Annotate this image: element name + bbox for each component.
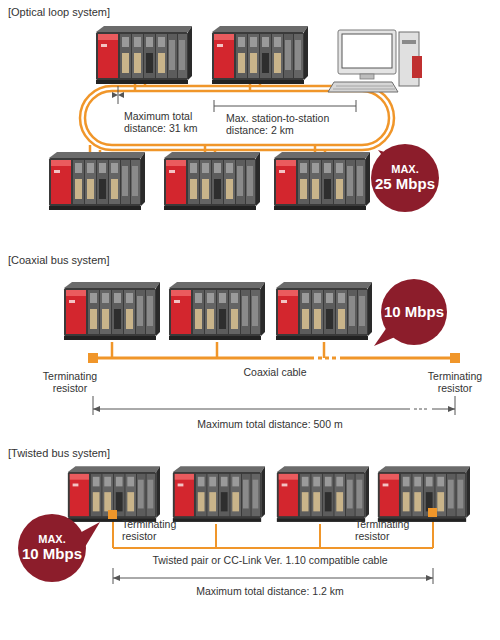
dimension-tick: [214, 100, 215, 112]
dimension-label: Maximum total distance: 500 m: [150, 418, 390, 430]
badge-text: MAX.: [391, 164, 419, 176]
dimension-label: Maximum total distance: 1.2 km: [150, 585, 390, 597]
speed-badge: MAX.25 Mbps: [371, 144, 439, 212]
plc-rack: [212, 26, 308, 84]
badge-content: 10 Mbps: [381, 279, 447, 345]
keyboard-keys: [336, 86, 393, 87]
optical-loop-inner: [85, 91, 389, 145]
dimension-label: Maximum total distance: 31 km: [124, 110, 206, 134]
speed-badge: 10 Mbps: [381, 279, 447, 345]
plc-rack: [96, 26, 192, 84]
badge-circle: [18, 514, 86, 582]
station-drop: [111, 342, 114, 358]
cable-label: Coaxial cable: [225, 366, 325, 378]
section-heading: [Optical loop system]: [8, 6, 228, 18]
plc-rack: [173, 466, 265, 522]
dimension-arrow: [426, 575, 433, 581]
speed-badge: MAX.10 Mbps: [18, 514, 86, 582]
part-label: Terminating resistor: [355, 518, 425, 542]
plc-rack: [164, 152, 260, 210]
coaxial-cable: [93, 357, 314, 360]
section-heading: [Twisted bus system]: [8, 447, 228, 459]
terminating-resistor-symbol: [108, 510, 117, 519]
dimension-line: [214, 106, 356, 107]
badge-text: 10 Mbps: [384, 304, 444, 320]
plc-rack: [64, 282, 160, 340]
station-drop: [215, 524, 217, 548]
plc-rack: [169, 282, 265, 340]
terminating-resistor-symbol: [450, 353, 460, 363]
badge-content: MAX.25 Mbps: [371, 144, 439, 212]
dimension-line: [113, 578, 433, 579]
part-label: Terminating resistor: [122, 518, 192, 542]
optical-loop-outer: [80, 86, 394, 150]
extension-line: [113, 568, 114, 584]
station-drop: [432, 518, 434, 548]
dimension-label: Max. station-to-station distance: 2 km: [226, 112, 344, 136]
extension-line: [93, 396, 94, 415]
section-heading: [Coaxial bus system]: [8, 254, 228, 266]
coaxial-cable-break: [318, 357, 336, 360]
dimension-line-break: [414, 409, 428, 410]
drive-bay: [402, 40, 416, 44]
badge-circle: [381, 279, 447, 345]
dimension-arrow: [448, 406, 455, 412]
monitor-screen: [342, 34, 392, 68]
extension-line: [433, 568, 434, 584]
station-drop: [319, 524, 321, 548]
plc-rack: [68, 466, 160, 522]
terminating-resistor-symbol: [88, 353, 98, 363]
keyboard-keys: [333, 89, 395, 90]
terminating-resistor-symbol: [428, 508, 437, 517]
twisted-pair-cable: [113, 547, 433, 549]
badge-circle: [371, 144, 439, 212]
monitor-stand: [360, 74, 374, 79]
keyboard: [328, 82, 398, 92]
dimension-line: [93, 409, 410, 410]
extension-line: [455, 396, 456, 415]
badge-text: 10 Mbps: [22, 546, 82, 562]
dimension-tick: [356, 100, 357, 112]
badge-text: MAX.: [38, 534, 66, 546]
monitor: [338, 30, 396, 74]
dimension-arrow: [93, 406, 100, 412]
network-card: [412, 56, 422, 78]
plc-rack: [49, 152, 145, 210]
dimension-arrow: [118, 92, 124, 98]
personal-computer: [328, 30, 422, 92]
dimension-arrow: [113, 575, 120, 581]
badge-text: 25 Mbps: [375, 176, 435, 192]
plc-rack: [276, 282, 372, 340]
part-label: Terminating resistor: [30, 370, 110, 394]
plc-rack: [378, 466, 470, 522]
plc-rack: [277, 466, 369, 522]
coaxial-cable: [340, 357, 455, 360]
dimension-arrow: [112, 92, 118, 98]
cable-label: Twisted pair or CC-Link Ver. 1.10 compat…: [90, 554, 450, 566]
station-drop: [216, 342, 219, 358]
part-label: Terminating resistor: [415, 370, 495, 394]
station-drop: [112, 520, 114, 548]
station-drop: [323, 342, 326, 358]
badge-content: MAX.10 Mbps: [18, 514, 86, 582]
plc-rack: [274, 152, 370, 210]
